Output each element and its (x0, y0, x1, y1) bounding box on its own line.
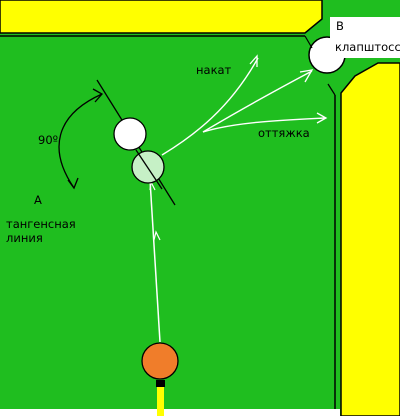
draw-shot-label: оттяжка (258, 126, 310, 140)
pocket-label: клапштосс (335, 40, 400, 54)
path-arrow-lower (153, 230, 161, 241)
tangent-line-label-1: тангенсная (6, 217, 76, 231)
point-b-label: В (336, 19, 344, 33)
angle-arrow-bottom (67, 177, 79, 190)
bottom-edge (0, 409, 340, 416)
pocket-label-bg (330, 17, 400, 58)
point-a-label: А (34, 193, 42, 207)
tangent-line-over-ghost (135, 149, 163, 190)
top-cushion (0, 0, 323, 34)
angle-arc (58, 93, 103, 189)
object-ball (113, 117, 147, 151)
angle-label: 90º (38, 133, 58, 147)
cue-ball-path (149, 179, 161, 343)
cue-stick (157, 386, 164, 416)
cue-tip (156, 380, 165, 387)
draw-arrow (316, 112, 328, 124)
cue-ball (141, 342, 179, 380)
tangent-line-label-2: линия (6, 231, 43, 245)
right-cushion-tip (327, 83, 336, 96)
angle-arrow-top (92, 88, 104, 103)
pocket-jaw-left (304, 35, 313, 49)
draw-shot-path (202, 117, 326, 133)
follow-shot-label: накат (196, 63, 232, 77)
follow-shot-path (161, 57, 259, 156)
right-cushion (340, 62, 400, 416)
pocket-arrow (299, 69, 314, 83)
pocket-path (202, 70, 313, 133)
follow-arrow (249, 54, 258, 67)
